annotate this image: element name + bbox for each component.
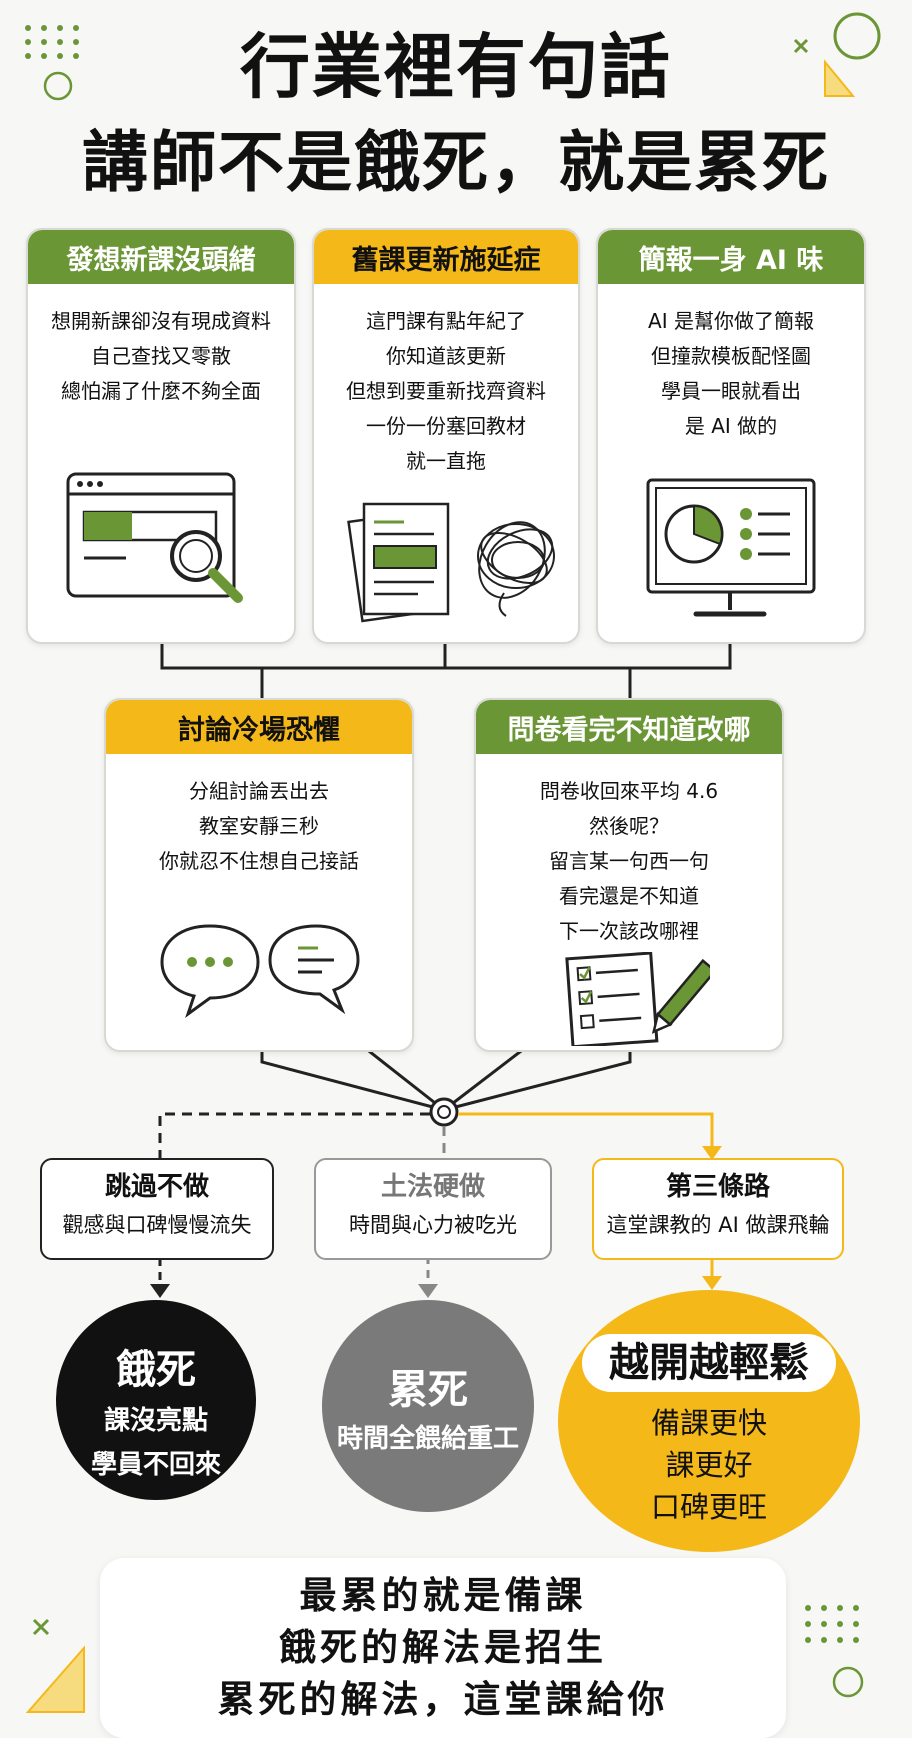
- card-line: 是 AI 做的: [684, 414, 778, 438]
- card-heading: 討論冷場恐懼: [106, 700, 412, 754]
- documents-tangle-icon: [347, 502, 555, 623]
- card-line: 學員一眼就看出: [661, 379, 801, 403]
- card-line: 但想到要重新找齊資料: [346, 379, 546, 403]
- card-line: 問卷收回來平均 4.6: [539, 779, 719, 803]
- outcome-title: 餓死: [116, 1347, 196, 1393]
- card-line: 下一次該改哪裡: [559, 919, 699, 943]
- monitor-chart-icon: [646, 478, 816, 617]
- decoration-bottom-left: [25, 1618, 85, 1713]
- option-brute-force: 土法硬做 時間與心力被吃光: [314, 1158, 552, 1260]
- card-line: 自己查找又零散: [91, 344, 231, 368]
- outcome-starve: 餓死 課沒亮點 學員不回來: [56, 1300, 256, 1500]
- card-line: 教室安靜三秒: [199, 814, 319, 838]
- card-heading: 簡報一身 AI 味: [598, 230, 864, 284]
- card-heading: 舊課更新施延症: [314, 230, 578, 284]
- outcome-title: 累死: [388, 1367, 468, 1413]
- decoration-bottom-right: [805, 1605, 864, 1698]
- option-title: 第三條路: [665, 1172, 770, 1202]
- conclusion-line: 餓死的解法是招生: [279, 1626, 607, 1669]
- option-title: 土法硬做: [380, 1172, 485, 1202]
- browser-search-icon: [66, 472, 243, 603]
- outcome-line: 備課更快: [650, 1406, 767, 1440]
- card-discussion: 討論冷場恐懼 分組討論丟出去 教室安靜三秒 你就忍不住想自己接話: [104, 698, 414, 1052]
- card-line: 然後呢？: [589, 814, 669, 838]
- option-desc: 時間與心力被吃光: [349, 1213, 517, 1237]
- card-line: 這門課有點年紀了: [366, 309, 526, 333]
- outcome-line: 課更好: [665, 1448, 753, 1482]
- outcome-exhaust: 累死 時間全餵給重工: [322, 1300, 534, 1512]
- decoration-top-right: [793, 12, 881, 97]
- card-line: 看完還是不知道: [559, 884, 699, 908]
- speech-bubbles-icon: [160, 924, 360, 1018]
- card-line: 你知道該更新: [386, 344, 506, 368]
- card-line: 你就忍不住想自己接話: [159, 849, 359, 873]
- card-new-course: 發想新課沒頭緒 想開新課卻沒有現成資料 自己查找又零散 總怕漏了什麼不夠全面: [26, 228, 296, 644]
- card-line: 留言某一句西一句: [549, 849, 709, 873]
- outcome-easier: 越開越輕鬆 備課更快 課更好 口碑更旺: [558, 1290, 860, 1552]
- decoration-top-left: [25, 25, 79, 101]
- conclusion-line: 累死的解法，這堂課給你: [217, 1678, 669, 1721]
- card-heading: 發想新課沒頭緒: [28, 230, 294, 284]
- conclusion-line: 最累的就是備課: [299, 1574, 587, 1617]
- card-old-course: 舊課更新施延症 這門課有點年紀了 你知道該更新 但想到要重新找齊資料 一份一份塞…: [312, 228, 580, 644]
- outcome-line: 課沒亮點: [103, 1406, 208, 1436]
- card-survey: 問卷看完不知道改哪 問卷收回來平均 4.6 然後呢？ 留言某一句西一句 看完還是…: [474, 698, 784, 1052]
- option-skip: 跳過不做 觀感與口碑慢慢流失: [40, 1158, 274, 1260]
- option-desc: 這堂課教的 AI 做課飛輪: [606, 1213, 830, 1237]
- flow-connectors: [150, 640, 732, 1298]
- outcome-line: 時間全餵給重工: [336, 1424, 519, 1454]
- title-line-2: 講師不是餓死，就是累死: [82, 124, 830, 201]
- card-line: 分組討論丟出去: [189, 779, 329, 803]
- outcome-line: 口碑更旺: [650, 1490, 767, 1524]
- card-line: 但撞款模板配怪圖: [651, 344, 811, 368]
- option-title: 跳過不做: [104, 1172, 209, 1202]
- conclusion-box: 最累的就是備課 餓死的解法是招生 累死的解法，這堂課給你: [100, 1558, 786, 1738]
- card-ai-slides: 簡報一身 AI 味 AI 是幫你做了簡報 但撞款模板配怪圖 學員一眼就看出 是 …: [596, 228, 866, 644]
- option-third-way: 第三條路 這堂課教的 AI 做課飛輪: [592, 1158, 844, 1260]
- card-line: 就一直拖: [406, 449, 486, 473]
- option-desc: 觀感與口碑慢慢流失: [62, 1213, 252, 1237]
- card-line: 想開新課卻沒有現成資料: [51, 309, 271, 333]
- outcome-title: 越開越輕鬆: [582, 1334, 836, 1392]
- outcome-line: 學員不回來: [90, 1450, 221, 1480]
- card-heading: 問卷看完不知道改哪: [476, 700, 782, 754]
- title-line-1: 行業裡有句話: [240, 26, 672, 108]
- checklist-pencil-icon: [565, 952, 710, 1046]
- card-line: 一份一份塞回教材: [366, 414, 526, 438]
- card-line: 總怕漏了什麼不夠全面: [61, 379, 261, 403]
- card-line: AI 是幫你做了簡報: [648, 309, 814, 333]
